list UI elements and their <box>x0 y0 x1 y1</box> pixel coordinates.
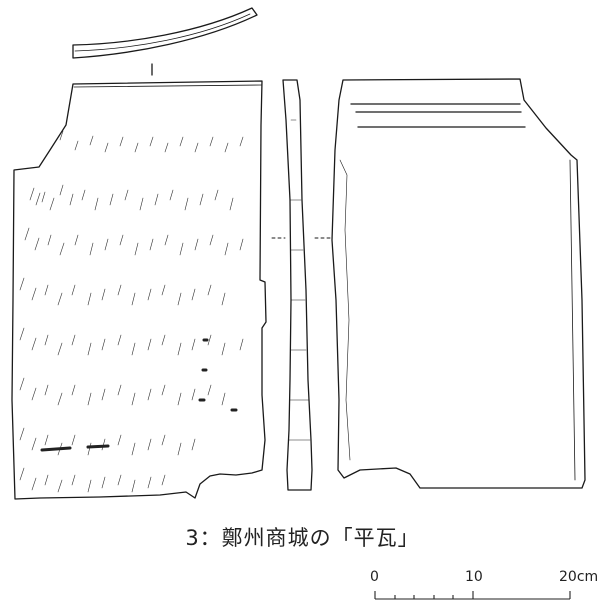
scale-label-0: 0 <box>370 569 379 585</box>
figure-caption: 3：鄭州商城の「平瓦」 <box>185 526 420 550</box>
tile-interior-view <box>331 78 586 489</box>
scale-bar <box>374 591 571 600</box>
scale-label-10: 10 <box>465 569 483 585</box>
tile-exterior-view <box>11 80 267 500</box>
scale-label-20cm: 20cm <box>559 569 599 585</box>
tile-side-profile <box>271 79 331 491</box>
tile-cross-section <box>72 7 258 59</box>
